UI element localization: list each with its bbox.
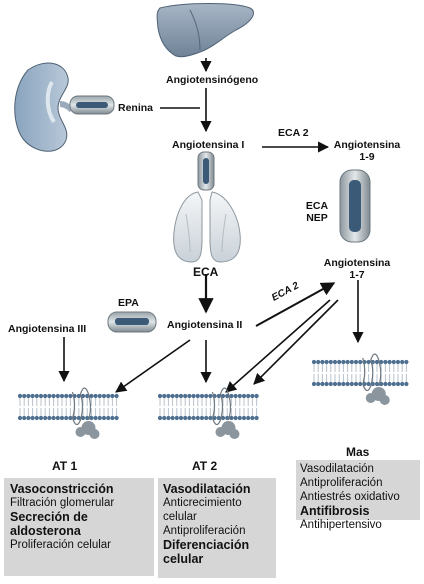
membrane-mas [311,353,409,405]
lungs-icon [173,191,241,263]
effect-vasodilatacion-mas: Vasodilatación [300,463,374,475]
effect-antiestres: Antiestrés oxidativo [300,491,400,503]
vessel-renina-icon [69,95,115,115]
label-angiotensina-1-7: Angiotensina 1-7 [323,257,391,281]
liver-icon [156,3,254,58]
effect-diferenciacion: Diferenciación [163,538,250,552]
box-mas-effects: Vasodilatación Antiproliferación Antiest… [296,460,420,531]
effect-antihipertensivo: Antihipertensivo [300,519,382,531]
label-eca2-top: ECA 2 [278,127,309,139]
effect-filtracion-glomerular: Filtración glomerular [10,497,115,509]
label-angiotensina-iii: Angiotensina III [8,323,87,335]
effect-vasodilatacion: Vasodilatación [163,482,251,496]
label-angiotensina-1-9: Angiotensina 1-9 [333,139,401,163]
effect-antifibrosis: Antifibrosis [300,504,370,518]
label-renina: Renina [118,102,154,114]
effect-secrecion-de: Secreción de [10,510,88,524]
effect-celular-bold: celular [163,552,204,566]
box-at2-effects: Vasodilatación Anticrecimiento celular A… [158,478,276,578]
label-at2: AT 2 [192,459,218,473]
membrane-at1 [17,387,119,439]
vessel-eca-nep-icon [339,169,371,243]
effect-aldosterona: aldosterona [10,524,81,538]
vessel-angiotensin-i-icon [197,151,215,191]
effect-anticrecimiento: Anticrecimiento [163,497,242,509]
label-eca-nep: ECA NEP [305,200,329,224]
effect-antiproliferacion: Antiproliferación [163,525,246,537]
label-eca: ECA [193,265,219,279]
vessel-epa-icon [107,311,157,333]
kidney-icon [14,62,75,152]
membrane-at2 [157,387,259,439]
label-angiotensina-i: Angiotensina I [172,139,245,151]
label-angiotensinogeno: Angiotensinógeno [166,74,259,86]
box-at1-effects: Vasoconstricción Filtración glomerular S… [4,478,154,576]
arrows [58,58,364,393]
effect-celular: celular [163,511,197,523]
label-at1: AT 1 [52,459,78,473]
effect-antiproliferacion-mas: Antiproliferación [300,477,383,489]
effect-proliferacion-celular: Proliferación celular [10,539,111,551]
effect-vasoconstriccion: Vasoconstricción [10,482,114,496]
label-epa: EPA [118,297,139,309]
label-angiotensina-ii: Angiotensina II [167,319,243,331]
label-mas: Mas [346,445,370,459]
membranes [17,353,409,439]
